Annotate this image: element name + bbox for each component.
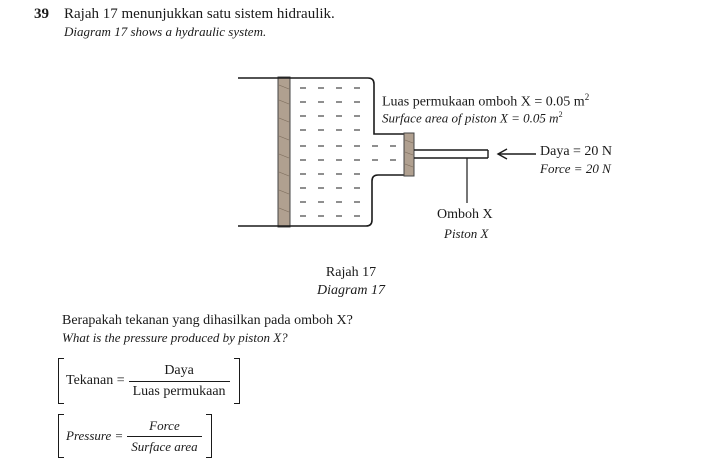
container-outline <box>238 77 405 227</box>
formula-english: Pressure = Force Surface area <box>58 414 212 458</box>
piston-x-label-malay: Omboh X <box>437 207 493 222</box>
question-text-english: Diagram 17 shows a hydraulic system. <box>64 24 267 39</box>
surface-area-label-english: Surface area of piston X = 0.05 m2 <box>382 110 563 126</box>
question-number: 39 <box>34 6 49 22</box>
sub-question-malay: Berapakah tekanan yang dihasilkan pada o… <box>62 313 353 328</box>
hydraulic-system-diagram <box>238 76 536 228</box>
surface-area-label-malay: Luas permukaan omboh X = 0.05 m2 <box>382 92 590 110</box>
formula-numerator: Daya <box>164 362 194 378</box>
left-bracket <box>58 414 64 458</box>
piston-rod <box>414 149 489 159</box>
formula-fraction: Force Surface area <box>127 417 202 455</box>
force-label-english: Force = 20 N <box>540 161 611 176</box>
formula-numerator: Force <box>149 417 180 433</box>
formula-fraction: Daya Luas permukaan <box>128 362 230 400</box>
small-piston <box>403 132 415 177</box>
large-piston <box>277 76 291 228</box>
diagram-caption-malay: Rajah 17 <box>325 265 377 280</box>
right-bracket <box>205 414 212 458</box>
sub-question-english: What is the pressure produced by piston … <box>62 330 288 345</box>
formula-denominator: Luas permukaan <box>128 380 230 400</box>
formula-denominator: Surface area <box>127 435 202 455</box>
formula-lhs: Pressure = <box>66 428 124 443</box>
diagram-caption-english: Diagram 17 <box>316 283 386 298</box>
formula-lhs: Tekanan = <box>66 373 125 388</box>
question-text-malay: Rajah 17 menunjukkan satu sistem hidraul… <box>64 6 335 22</box>
piston-x-label-english: Piston X <box>444 226 489 241</box>
small-piston-texture <box>404 139 414 168</box>
large-piston-texture <box>278 84 290 213</box>
force-label-malay: Daya = 20 N <box>540 144 613 159</box>
liquid-dashes <box>300 87 396 217</box>
left-bracket <box>58 358 64 404</box>
formula-malay: Tekanan = Daya Luas permukaan <box>58 358 240 404</box>
force-arrow <box>496 148 536 160</box>
right-bracket <box>233 358 240 404</box>
